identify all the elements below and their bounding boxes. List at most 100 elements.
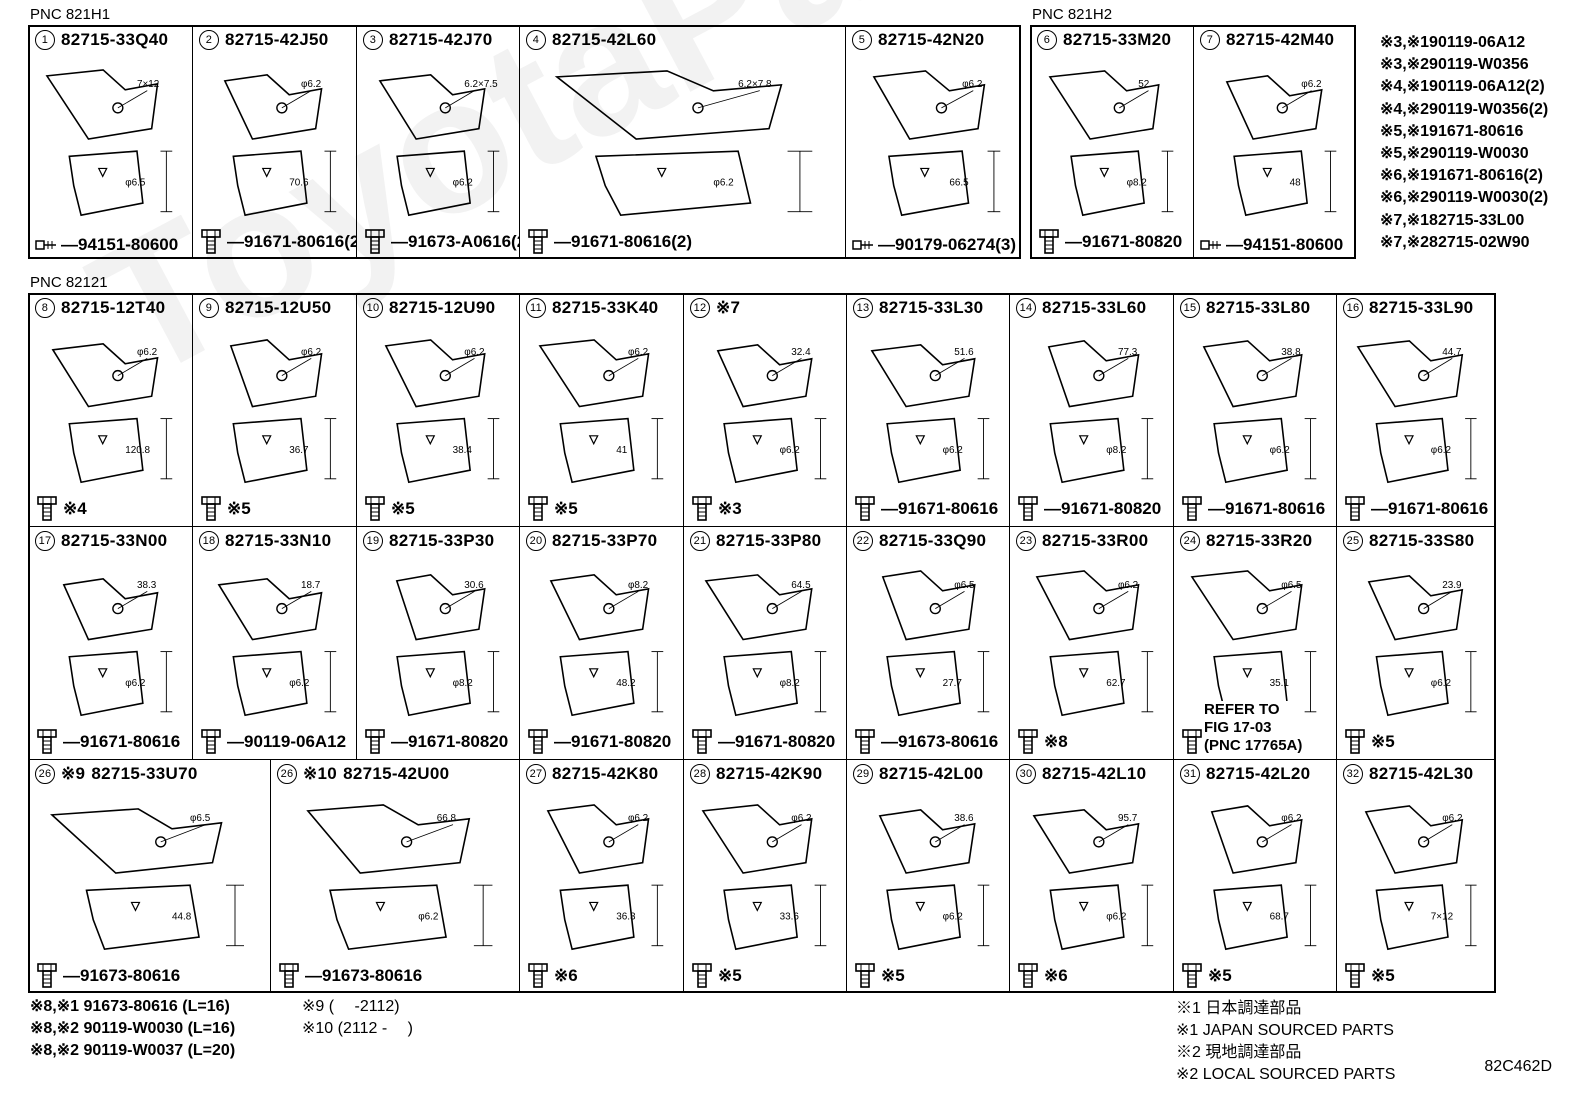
fastener-part-number[interactable]: ※5 xyxy=(1371,966,1395,985)
fastener-part-number[interactable]: ※3 xyxy=(718,499,742,518)
fastener-part-number[interactable]: —91671-80820 xyxy=(554,732,672,751)
part-number[interactable]: 82715-33K40 xyxy=(552,298,659,317)
fastener-part-number[interactable]: ※6 xyxy=(1044,966,1068,985)
fastener-part-number[interactable]: —91671-80616(2) xyxy=(227,232,356,251)
part-number[interactable]: 82715-42K90 xyxy=(716,764,823,783)
fastener-part-number[interactable]: —94151-80600 xyxy=(61,235,179,254)
part-number[interactable]: 82715-33P30 xyxy=(389,531,495,550)
fastener-part-number[interactable]: ※5 xyxy=(1208,966,1232,985)
fastener-part-number[interactable]: —91671-80820 xyxy=(1044,499,1162,518)
part-number[interactable]: 82715-42L20 xyxy=(1206,764,1311,783)
part-number[interactable]: 82715-42U00 xyxy=(343,764,450,783)
part-number[interactable]: 82715-33S80 xyxy=(1369,531,1475,550)
fastener-part-number[interactable]: —91673-80616 xyxy=(305,966,423,985)
part-number[interactable]: 82715-33Q90 xyxy=(879,531,987,550)
part-number[interactable]: 82715-33L80 xyxy=(1206,298,1311,317)
part-cell[interactable]: 12※7 32.4 φ6.2 ※3 xyxy=(683,293,846,526)
part-number[interactable]: 82715-42N20 xyxy=(878,30,985,49)
part-number[interactable]: 82715-42L60 xyxy=(552,30,657,49)
fastener-part-number[interactable]: ※5 xyxy=(554,499,578,518)
part-number[interactable]: 82715-33M20 xyxy=(1063,30,1172,49)
part-number[interactable]: 82715-42K80 xyxy=(552,764,659,783)
part-number[interactable]: 82715-33P70 xyxy=(552,531,658,550)
callout-number: 10 xyxy=(363,298,383,318)
part-number[interactable]: 82715-33P80 xyxy=(716,531,822,550)
fastener-part-number[interactable]: —91671-80616 xyxy=(1371,499,1489,518)
fastener-part-number[interactable]: —90179-06274(3) xyxy=(878,235,1016,254)
part-number[interactable]: 82715-42L00 xyxy=(879,764,984,783)
part-number[interactable]: 82715-12U50 xyxy=(225,298,332,317)
part-number[interactable]: 82715-12U90 xyxy=(389,298,496,317)
part-number[interactable]: 82715-33L60 xyxy=(1042,298,1147,317)
fastener-part-number[interactable]: —91671-80616 xyxy=(881,499,999,518)
part-number[interactable]: 82715-33N00 xyxy=(61,531,168,550)
fastener-part-number[interactable]: —90119-06A12 xyxy=(227,732,347,751)
part-number[interactable]: 82715-33R00 xyxy=(1042,531,1149,550)
part-number[interactable]: 82715-33L90 xyxy=(1369,298,1474,317)
part-number[interactable]: ※7 xyxy=(716,298,741,317)
fastener-part-number[interactable]: —91673-80616 xyxy=(881,732,999,751)
fastener-part-number[interactable]: ※5 xyxy=(227,499,251,518)
fastener-part-number[interactable]: —94151-80600 xyxy=(1226,235,1344,254)
fastener-part-number[interactable]: ※8 xyxy=(1044,732,1068,751)
fastener-part-number[interactable]: ※6 xyxy=(554,966,578,985)
fastener-part-number[interactable]: ※5 xyxy=(881,966,905,985)
fastener-part-number[interactable]: ※5 xyxy=(718,966,742,985)
fastener-part-number[interactable]: —91671-80616 xyxy=(1208,499,1326,518)
part-number[interactable]: 82715-42J70 xyxy=(389,30,493,49)
part-number[interactable]: 82715-42M40 xyxy=(1226,30,1335,49)
part-number[interactable]: 82715-33R20 xyxy=(1206,531,1313,550)
fastener-part-number[interactable]: —91673-80616 xyxy=(63,966,181,985)
part-number[interactable]: 82715-33L30 xyxy=(879,298,984,317)
part-number[interactable]: 82715-33U70 xyxy=(91,764,198,783)
fastener-part-number[interactable]: —91673-A0616(2) xyxy=(391,232,519,251)
fastener-part-number[interactable]: —91671-80616(2) xyxy=(554,232,692,251)
fastener-part-number[interactable]: —91671-80820 xyxy=(1065,232,1183,251)
svg-text:φ6.2: φ6.2 xyxy=(628,813,649,824)
part-number[interactable]: 82715-42J50 xyxy=(225,30,329,49)
fastener-part-number[interactable]: ※5 xyxy=(1371,732,1395,751)
part-number[interactable]: 82715-12T40 xyxy=(61,298,166,317)
part-number[interactable]: 82715-33Q40 xyxy=(61,30,169,49)
part-number[interactable]: 82715-42L30 xyxy=(1369,764,1474,783)
fastener-part-number[interactable]: ※4 xyxy=(63,499,87,518)
fastener-part-number[interactable]: —91671-80820 xyxy=(391,732,509,751)
part-number[interactable]: 82715-42L10 xyxy=(1042,764,1147,783)
fastener-part-number[interactable]: ※5 xyxy=(391,499,415,518)
fastener-part-number[interactable]: —91671-80616 xyxy=(63,732,181,751)
part-number[interactable]: 82715-33N10 xyxy=(225,531,332,550)
fastener-part-number[interactable]: —91671-80820 xyxy=(718,732,836,751)
